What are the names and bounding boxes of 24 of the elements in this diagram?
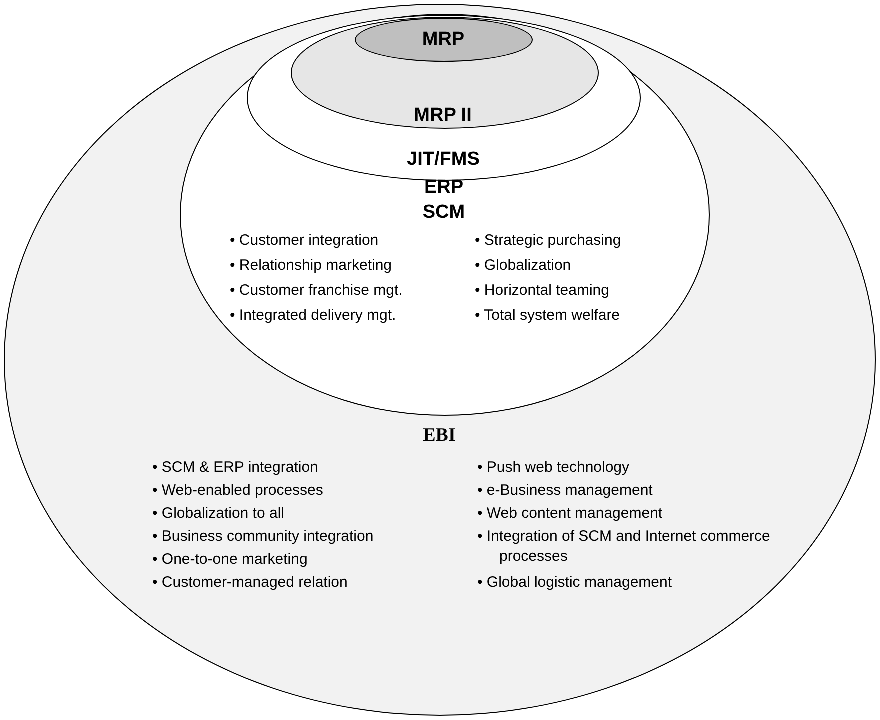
list-item: • Customer-managed relation [152, 572, 348, 592]
list-item: • Integrated delivery mgt. [230, 306, 396, 326]
heading: SCM [422, 202, 466, 224]
list-item: • Globalization to all [152, 504, 284, 524]
list-item: • One-to-one marketing [152, 550, 308, 570]
list-item: • Web content management [478, 504, 663, 524]
heading: EBI [422, 424, 457, 446]
list-item: • Web-enabled processes [152, 480, 324, 500]
list-item: • Customer franchise mgt. [230, 281, 403, 301]
heading: MRP II [413, 105, 473, 127]
list-item: • Business community integration [152, 526, 374, 546]
list-item: • Horizontal teaming [475, 281, 610, 301]
heading: MRP [421, 28, 466, 50]
list-item: • SCM & ERP integration [152, 458, 318, 478]
list-item: • Global logistic management [478, 572, 672, 592]
heading: JIT/FMS [406, 148, 481, 170]
list-item: • Integration of SCM and Internet commerce processes [478, 526, 772, 566]
list-item: • Push web technology [478, 458, 630, 478]
list-item: • Customer integration [230, 231, 379, 251]
list-item: • Total system welfare [475, 306, 620, 326]
list-item: • Relationship marketing [230, 256, 392, 276]
list-item: • Strategic purchasing [475, 231, 622, 251]
list-item: • Globalization [475, 256, 572, 276]
list-item: • e-Business management [478, 480, 653, 500]
